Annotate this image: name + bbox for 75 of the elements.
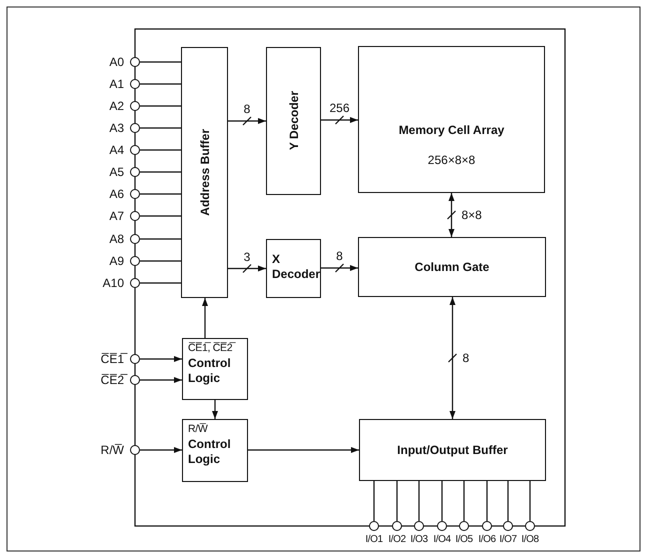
connector-line <box>507 481 509 521</box>
pin-label: A7 <box>109 209 124 223</box>
connector-line <box>140 105 181 107</box>
connector-line <box>140 215 181 217</box>
edge-label: 8 <box>244 103 250 115</box>
arrow <box>228 118 266 124</box>
connector-line <box>486 481 488 521</box>
connector-line <box>140 171 181 173</box>
block-label: X Decoder <box>272 252 320 282</box>
edge-label: 3 <box>244 250 250 262</box>
connector-line <box>441 481 443 521</box>
arrow <box>321 117 358 123</box>
block-box <box>181 47 228 298</box>
block-box <box>182 419 248 482</box>
block-box <box>182 338 248 400</box>
block-label: Y Decoder <box>286 91 300 151</box>
arrow <box>140 377 182 383</box>
pin-label: A3 <box>109 121 124 135</box>
connector-line <box>463 481 465 521</box>
pin-label: A9 <box>109 254 124 268</box>
pin-label: A8 <box>109 232 124 246</box>
edge-label: 8 <box>336 250 343 262</box>
array-size-label: 256×8×8 <box>428 152 476 166</box>
pin-label: I/O3 <box>410 534 428 545</box>
block-label: Address Buffer <box>198 129 212 216</box>
edge-label: 256 <box>329 102 350 114</box>
connector-line <box>140 282 181 284</box>
pin-label: I/O8 <box>521 534 539 545</box>
pin-label: A0 <box>109 55 124 69</box>
arrow <box>202 298 208 338</box>
connector-line <box>140 127 181 129</box>
edge-label: 8 <box>462 352 470 364</box>
arrow <box>212 400 218 419</box>
block-box <box>358 237 546 297</box>
connector-line <box>396 481 398 521</box>
edge-label: 8×8 <box>462 209 482 221</box>
block-box <box>266 47 321 195</box>
block-label: Control Logic <box>188 436 232 467</box>
connector-line <box>373 481 375 521</box>
pin-label: I/O6 <box>478 534 496 545</box>
pin-label: A10 <box>102 276 124 290</box>
pin-label: A4 <box>109 143 124 157</box>
block-box <box>359 419 546 481</box>
pin-label: A6 <box>109 187 124 201</box>
block-label: Memory Cell Array <box>398 122 504 136</box>
arrow <box>140 447 182 453</box>
block-box <box>266 239 321 298</box>
signal-label: R/W̅ <box>188 423 208 437</box>
pin-label: I/O5 <box>455 534 473 545</box>
pin-label: A1 <box>109 77 124 91</box>
arrow <box>140 356 182 362</box>
connector-line <box>140 260 181 262</box>
block-box <box>358 46 545 193</box>
pin-label: I/O7 <box>499 534 517 545</box>
arrow <box>450 297 456 419</box>
connector-line <box>140 149 181 151</box>
arrow <box>448 193 454 237</box>
arrow <box>248 447 359 453</box>
connector-line <box>529 481 531 521</box>
block-label: Input/Output Buffer <box>397 442 508 458</box>
connector-line <box>418 481 420 521</box>
pin-label: I/O1 <box>365 534 383 545</box>
pin-label: R/W̅ <box>100 443 124 457</box>
connector-line <box>140 238 181 240</box>
connector-line <box>140 193 181 195</box>
pin-label: I/O4 <box>433 534 451 545</box>
connector-line <box>140 61 181 63</box>
arrow <box>228 266 266 272</box>
block-label: Control Logic <box>188 356 232 386</box>
connector-line <box>140 83 181 85</box>
block-label: Column Gate <box>414 260 490 274</box>
arrow <box>321 265 358 271</box>
pin-label: A5 <box>109 165 124 179</box>
pin-label: A2 <box>109 99 124 113</box>
pin-label: I/O2 <box>388 534 406 545</box>
